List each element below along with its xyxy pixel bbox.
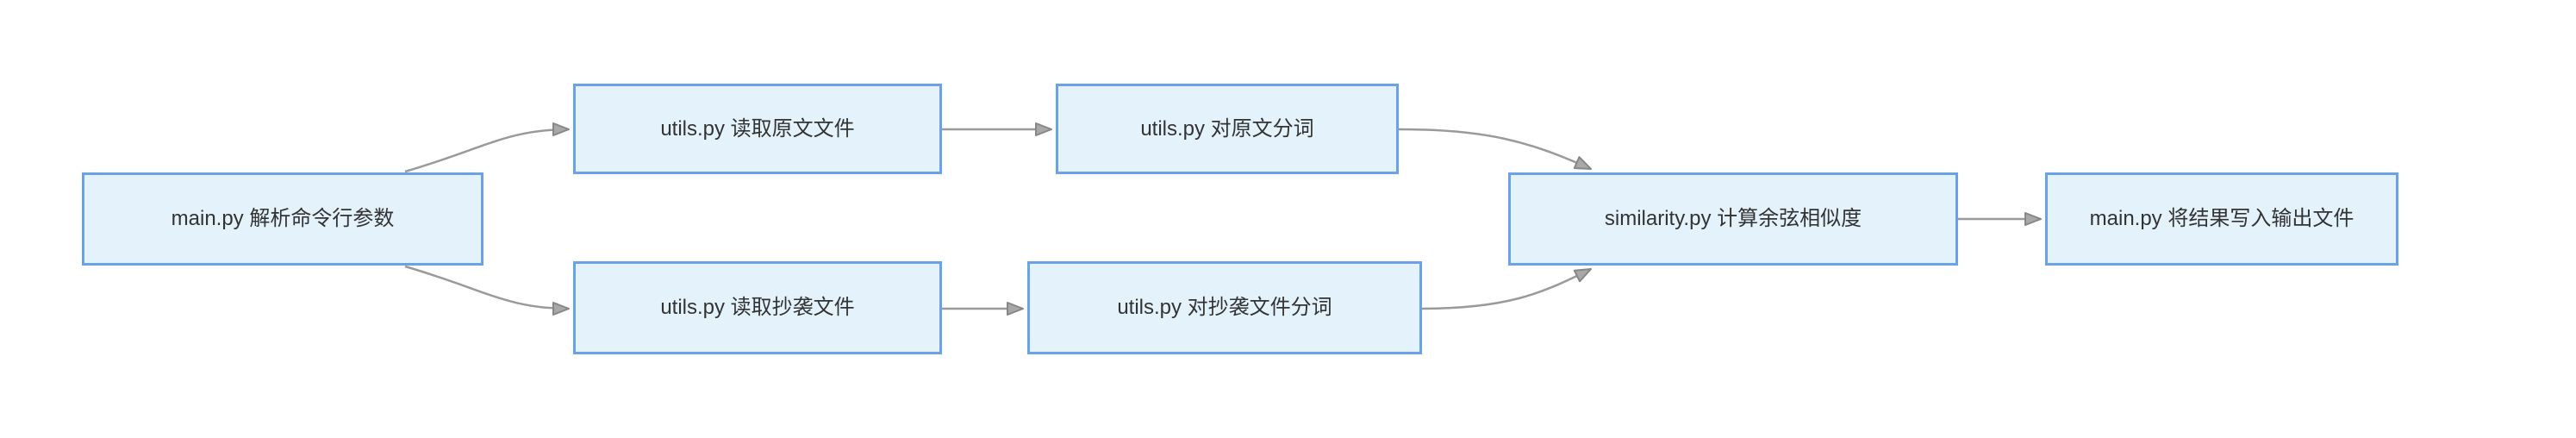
node-cosine-similarity: similarity.py 计算余弦相似度 [1508,172,1958,266]
edge-parse-to-read-orig [404,122,570,173]
node-tokenize-original: utils.py 对原文分词 [1056,84,1399,174]
node-parse-args: main.py 解析命令行参数 [82,172,483,266]
edge-tok-copy-to-similarity [1419,267,1592,310]
edge-tok-orig-to-similarity [1398,128,1592,171]
node-read-original-file: utils.py 读取原文文件 [573,84,942,174]
node-tokenize-plagiarized: utils.py 对抄袭文件分词 [1027,261,1422,354]
node-write-output: main.py 将结果写入输出文件 [2045,172,2398,266]
node-read-plagiarized-file: utils.py 读取抄袭文件 [573,261,942,354]
edge-parse-to-read-copy [404,265,570,316]
